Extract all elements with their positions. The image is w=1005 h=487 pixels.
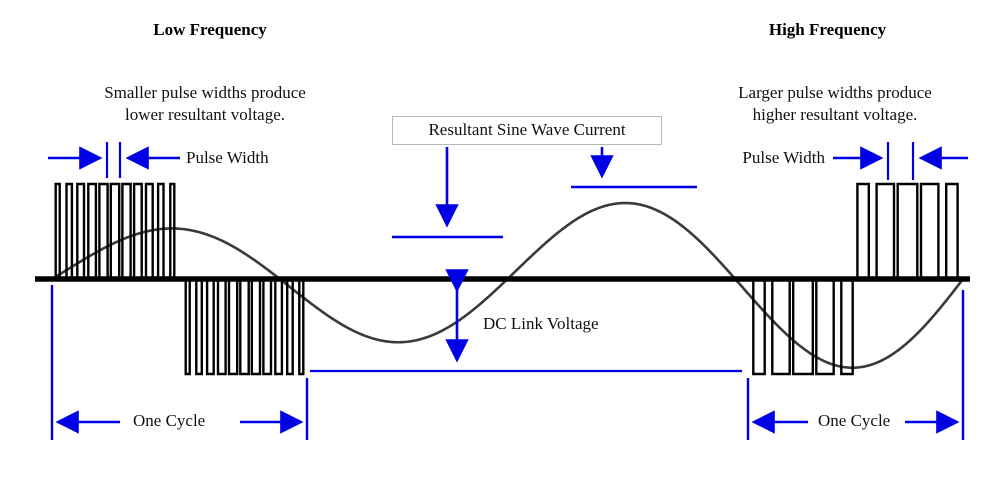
pwm-pulse [239, 279, 250, 376]
pwm-pulse [298, 279, 305, 376]
pwm-pulse [856, 182, 870, 279]
label-pulse-width-left: Pulse Width [186, 148, 269, 167]
pwm-pulse [919, 182, 940, 279]
pwm-pulse [262, 279, 273, 376]
pwm-pulse [87, 182, 98, 279]
pwm-pulse [205, 279, 215, 376]
pwm-pulse [121, 182, 132, 279]
pwm-pulse [771, 279, 791, 376]
pwm-pulse [65, 182, 74, 279]
pwm-pulse [227, 279, 239, 376]
pwm-pulse [216, 279, 227, 376]
pwm-pulse [250, 279, 262, 376]
note-right-line1: Larger pulse widths produce [738, 83, 932, 102]
pwm-pulse [76, 182, 86, 279]
label-one-cycle-right: One Cycle [818, 411, 891, 430]
label-dc-link-voltage: DC Link Voltage [483, 314, 599, 333]
pwm-pulse [875, 182, 896, 279]
pwm-pulse [54, 182, 61, 279]
resultant-callout-left [392, 147, 503, 239]
pwm-pulse [840, 279, 854, 376]
note-left-line1: Smaller pulse widths produce [104, 83, 306, 102]
pwm-pulse-trains [54, 182, 959, 376]
one-cycle-bracket-left [50, 285, 309, 440]
pwm-pulse [945, 182, 959, 279]
pulse-width-marker-right [833, 142, 968, 180]
pwm-pulse [144, 182, 154, 279]
pwm-pulse [169, 182, 176, 279]
pulse-width-marker-left [48, 142, 180, 178]
note-left-line2: lower resultant voltage. [124, 105, 286, 124]
pwm-pulse [274, 279, 284, 376]
label-pulse-width-right: Pulse Width [742, 148, 825, 167]
one-cycle-bracket-right [746, 290, 965, 440]
pwm-pulse [896, 182, 919, 279]
label-one-cycle-left: One Cycle [133, 411, 206, 430]
pwm-pulse [184, 279, 191, 376]
label-resultant-sine-wave-current: Resultant Sine Wave Current [392, 116, 662, 145]
resultant-callout-right [571, 147, 697, 189]
pwm-pulse [109, 182, 121, 279]
pwm-pulse [132, 182, 143, 279]
pwm-pulse [752, 279, 766, 376]
pwm-pulse [156, 182, 165, 279]
pwm-pulse [815, 279, 835, 376]
note-right-line2: higher resultant voltage. [752, 105, 918, 124]
heading-high-frequency: High Frequency [768, 20, 887, 39]
pwm-pulse [792, 279, 814, 376]
pwm-pulse [98, 182, 109, 279]
heading-low-frequency: Low Frequency [153, 20, 267, 39]
pwm-pulse [195, 279, 203, 376]
pwm-pulse [286, 279, 294, 376]
